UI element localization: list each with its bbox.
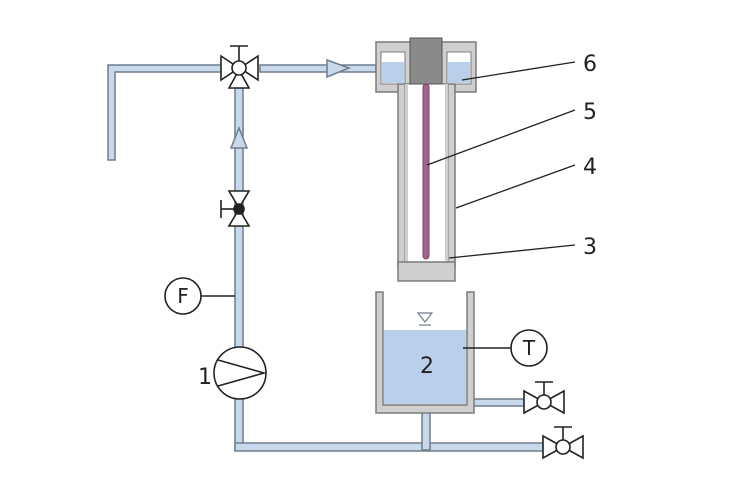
- label-pump: 1: [198, 365, 212, 390]
- label-top-reservoir: 6: [583, 52, 597, 77]
- gate-valve-icon: [523, 381, 565, 415]
- gate-valve-icon: [220, 190, 251, 227]
- tank: [375, 291, 475, 414]
- pump-icon: [213, 346, 267, 400]
- tank-drain-pipe: [421, 411, 431, 451]
- inner-tube-right: [445, 84, 448, 262]
- inlet-pipe: [107, 64, 229, 161]
- temperature-sensor: T: [463, 329, 548, 367]
- heater-rod: [422, 83, 430, 260]
- flow-meter-label: F: [177, 284, 189, 308]
- flow-arrows: [229, 58, 352, 149]
- supply-pipe: [259, 64, 377, 73]
- arrow-icon: [326, 58, 352, 79]
- tank-walls: [375, 291, 475, 414]
- three-way-valve-icon: [220, 45, 259, 89]
- column-cap: [409, 37, 443, 85]
- bottom-line-pipe: [234, 442, 544, 452]
- leader-4: [455, 164, 576, 209]
- arrow-icon: [229, 125, 249, 149]
- reservoir-water-right: [448, 62, 470, 83]
- label-tank: 2: [420, 354, 434, 379]
- gate-valve-icon: [542, 426, 584, 460]
- tank-water: [384, 330, 466, 404]
- reservoir-water-left: [382, 62, 404, 83]
- pump-outlet-pipe: [234, 397, 244, 451]
- leader-lines: [426, 61, 576, 259]
- label-heater-rod: 5: [583, 100, 597, 125]
- label-outer-tube: 4: [583, 155, 597, 180]
- leader-3: [448, 244, 576, 259]
- temperature-sensor-label: T: [522, 336, 536, 360]
- leader-6: [461, 61, 576, 81]
- label-column-bottom: 3: [583, 235, 597, 260]
- inner-tube-left: [405, 84, 408, 262]
- leader-5: [426, 109, 576, 166]
- column: [375, 37, 477, 282]
- tank-side-pipe: [469, 398, 527, 407]
- pipe-network: [107, 64, 544, 452]
- column-bottom-plate: [397, 261, 456, 282]
- water-level-icon: [416, 312, 434, 323]
- flow-meter: F: [164, 277, 235, 315]
